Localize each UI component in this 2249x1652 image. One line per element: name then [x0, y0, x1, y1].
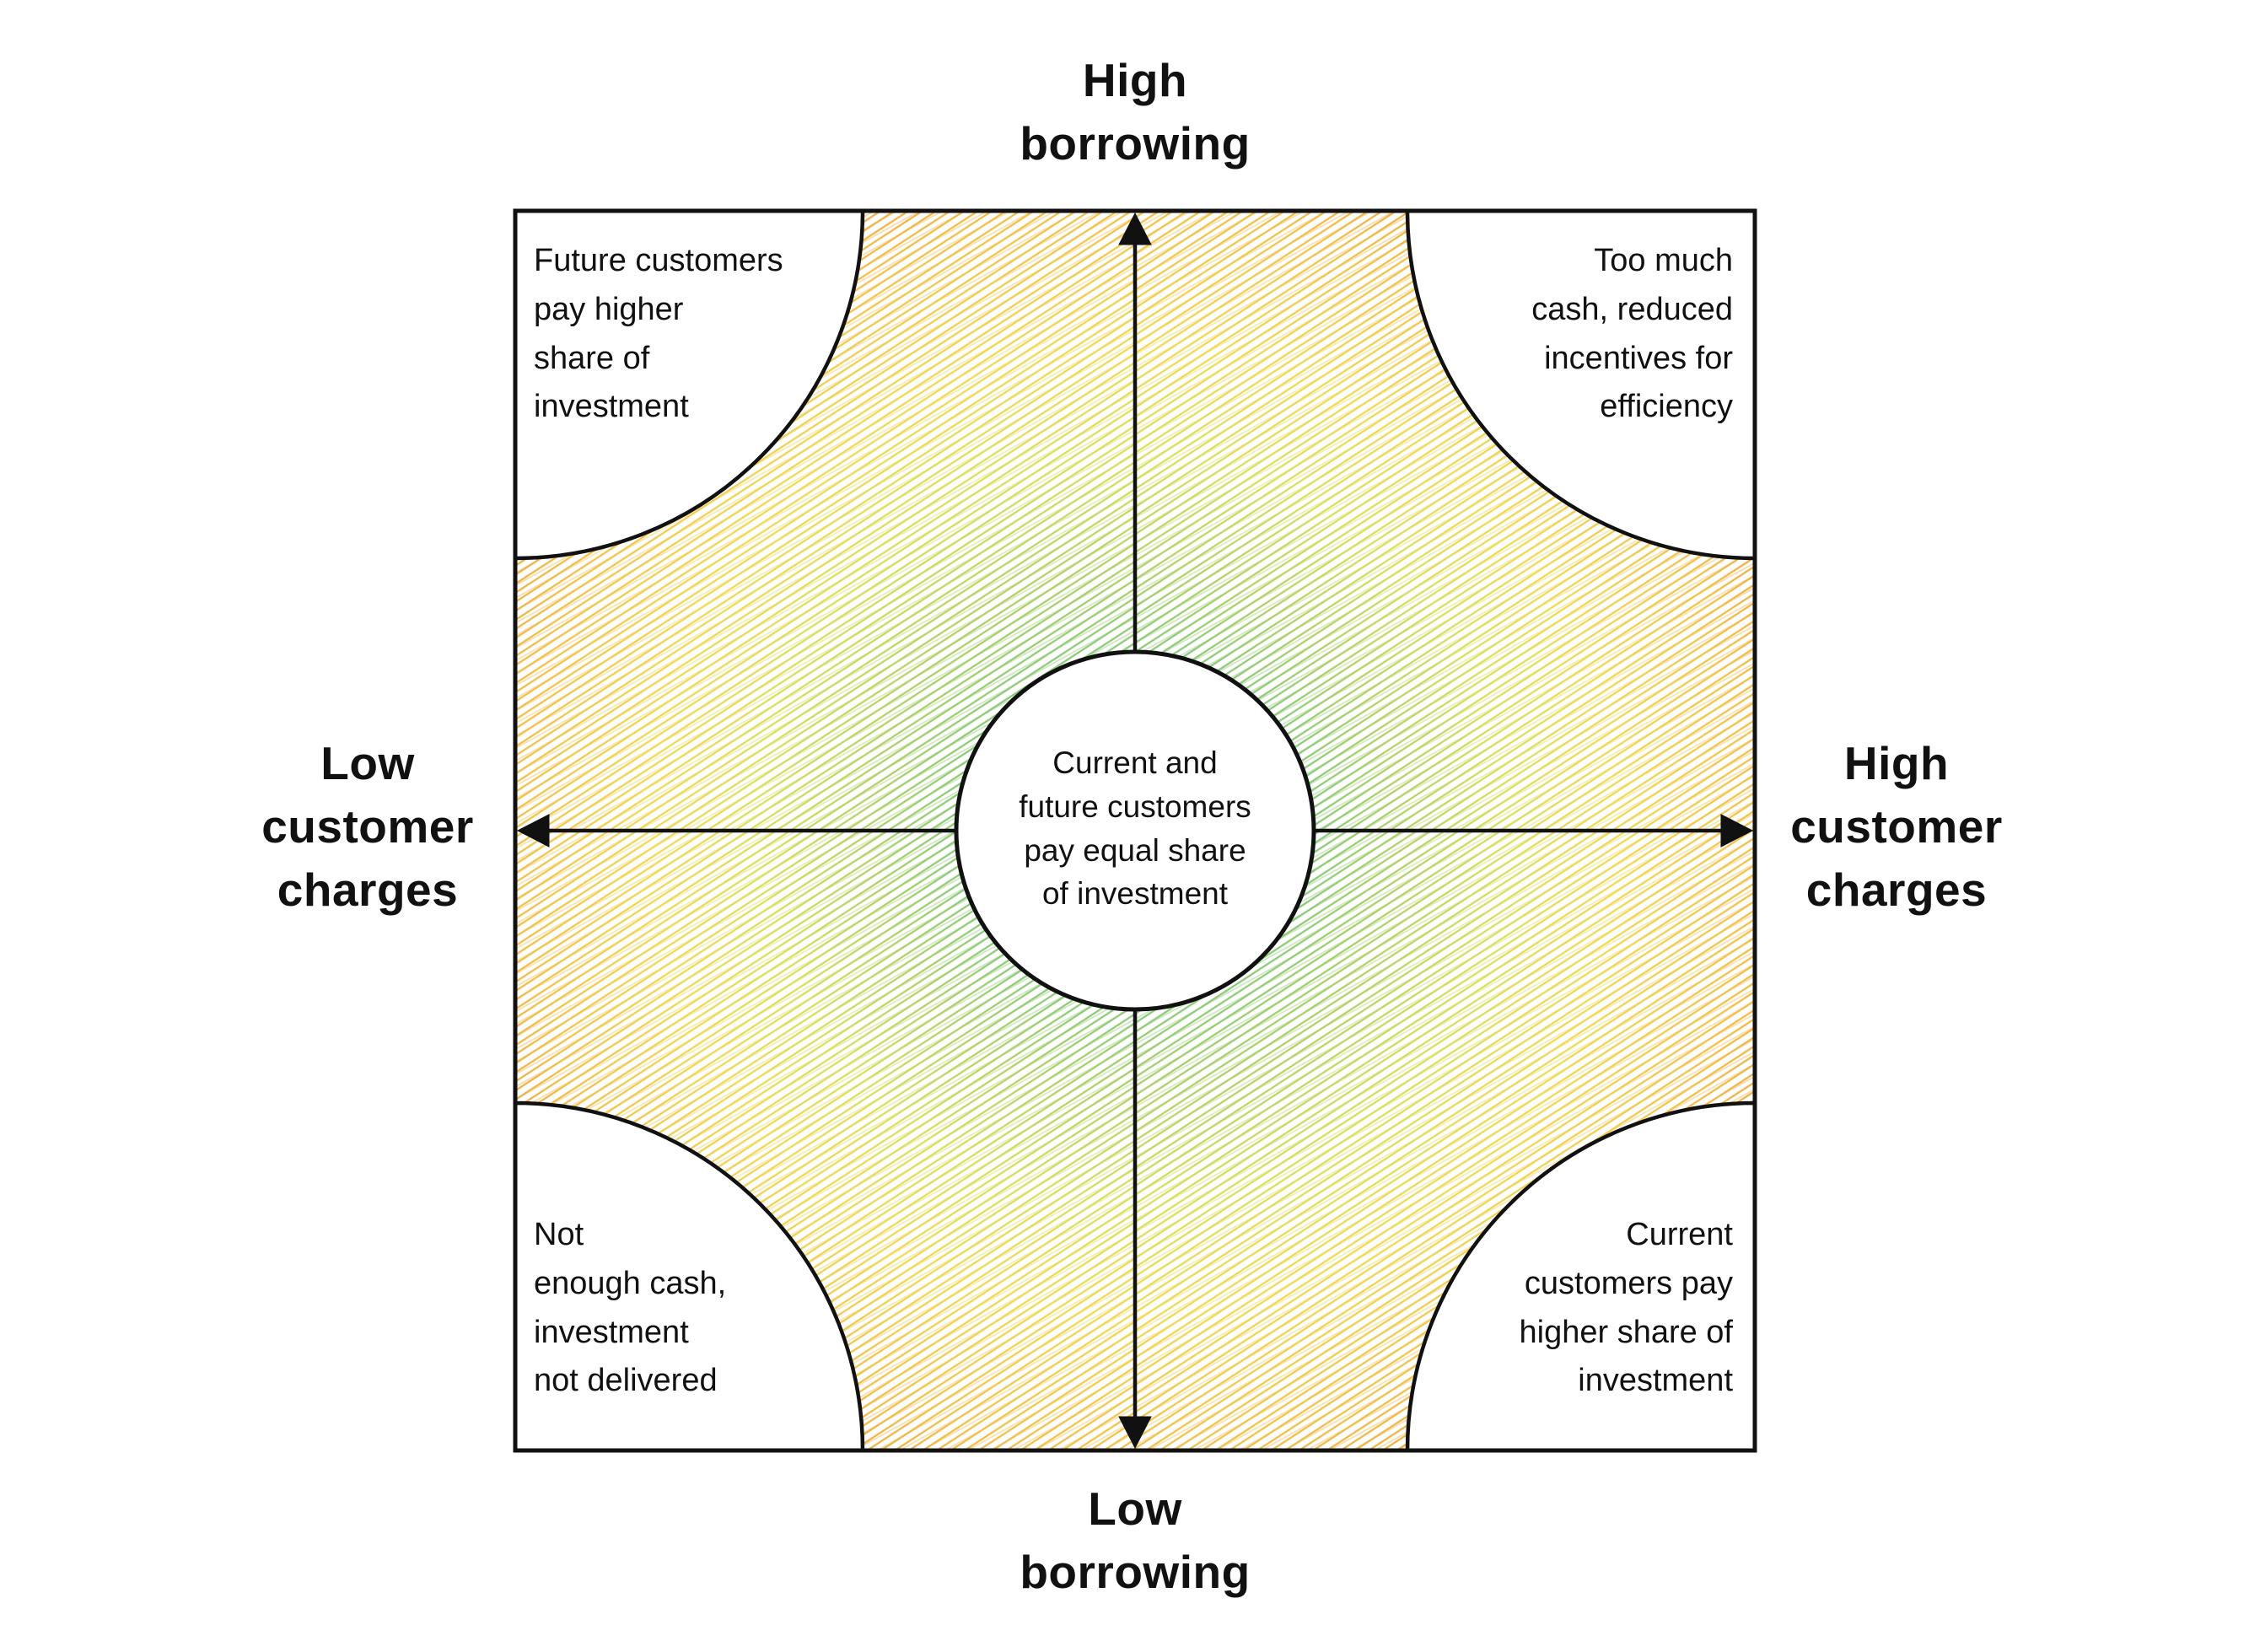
- quadrant-label-bottom-left: Not enough cash, investment not delivere…: [534, 1217, 727, 1399]
- axis-label-low-borrowing: Low borrowing: [1020, 1482, 1251, 1598]
- axis-label-high-customer-charges: High customer charges: [1790, 737, 2003, 916]
- quadrant-label-top-right: Too much cash, reduced incentives for ef…: [1531, 243, 1733, 425]
- corner-cutout-top-right: [1405, 208, 1757, 561]
- axis-label-high-borrowing: High borrowing: [1020, 54, 1251, 170]
- center-circle-label: Current and future customers pay equal s…: [1019, 745, 1251, 912]
- corner-cutout-bottom-right: [1405, 1100, 1757, 1453]
- corner-cutout-top-left: [513, 208, 865, 561]
- quadrant-label-top-left: Future customers pay higher share of inv…: [534, 243, 783, 425]
- corner-cutout-bottom-left: [513, 1100, 865, 1453]
- quadrant-label-bottom-right: Current customers pay higher share of in…: [1519, 1217, 1734, 1399]
- axis-label-low-customer-charges: Low customer charges: [261, 737, 474, 916]
- diagram-border: [513, 208, 1757, 1453]
- center-circle: [954, 649, 1316, 1012]
